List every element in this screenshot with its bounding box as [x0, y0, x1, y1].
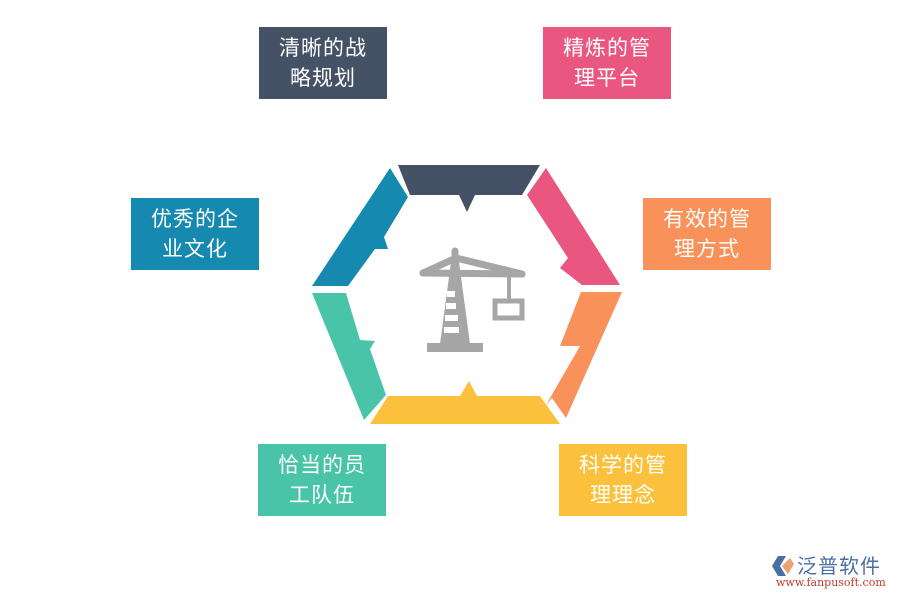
- watermark-logo: 泛普软件 www.fanpusoft.com: [768, 552, 893, 592]
- label-top-left: 优秀的企 业文化: [131, 198, 259, 270]
- label-line: 恰当的员: [278, 453, 366, 477]
- label-line: 略规划: [290, 66, 356, 90]
- brand-url: www.fanpusoft.com: [776, 576, 886, 589]
- label-bottom-right: 有效的管 理方式: [643, 198, 771, 270]
- segment-top-left: [312, 168, 408, 286]
- label-bottom: 科学的管 理理念: [559, 444, 687, 516]
- label-line: 理方式: [674, 237, 740, 261]
- label-line: 精炼的管: [563, 36, 651, 60]
- label-line: 理平台: [574, 66, 640, 90]
- brand-name: 泛普软件: [797, 554, 881, 578]
- label-bottom-left: 恰当的员 工队伍: [258, 444, 386, 516]
- label-top-right: 精炼的管 理平台: [543, 27, 671, 99]
- label-line: 有效的管: [663, 207, 751, 231]
- label-top: 清晰的战 略规划: [259, 27, 387, 99]
- label-line: 优秀的企: [151, 207, 239, 231]
- brand-logo-icon: [772, 556, 794, 576]
- segment-top: [398, 165, 540, 212]
- crane-icon: [419, 247, 526, 352]
- label-line: 清晰的战: [279, 36, 367, 60]
- segment-bottom: [370, 381, 560, 424]
- segment-bottom-left: [312, 293, 386, 420]
- label-line: 理理念: [590, 483, 656, 507]
- label-line: 业文化: [162, 237, 228, 261]
- segment-bottom-right: [546, 292, 622, 418]
- segment-top-right: [527, 168, 620, 285]
- label-line: 工队伍: [289, 483, 355, 507]
- label-line: 科学的管: [579, 453, 667, 477]
